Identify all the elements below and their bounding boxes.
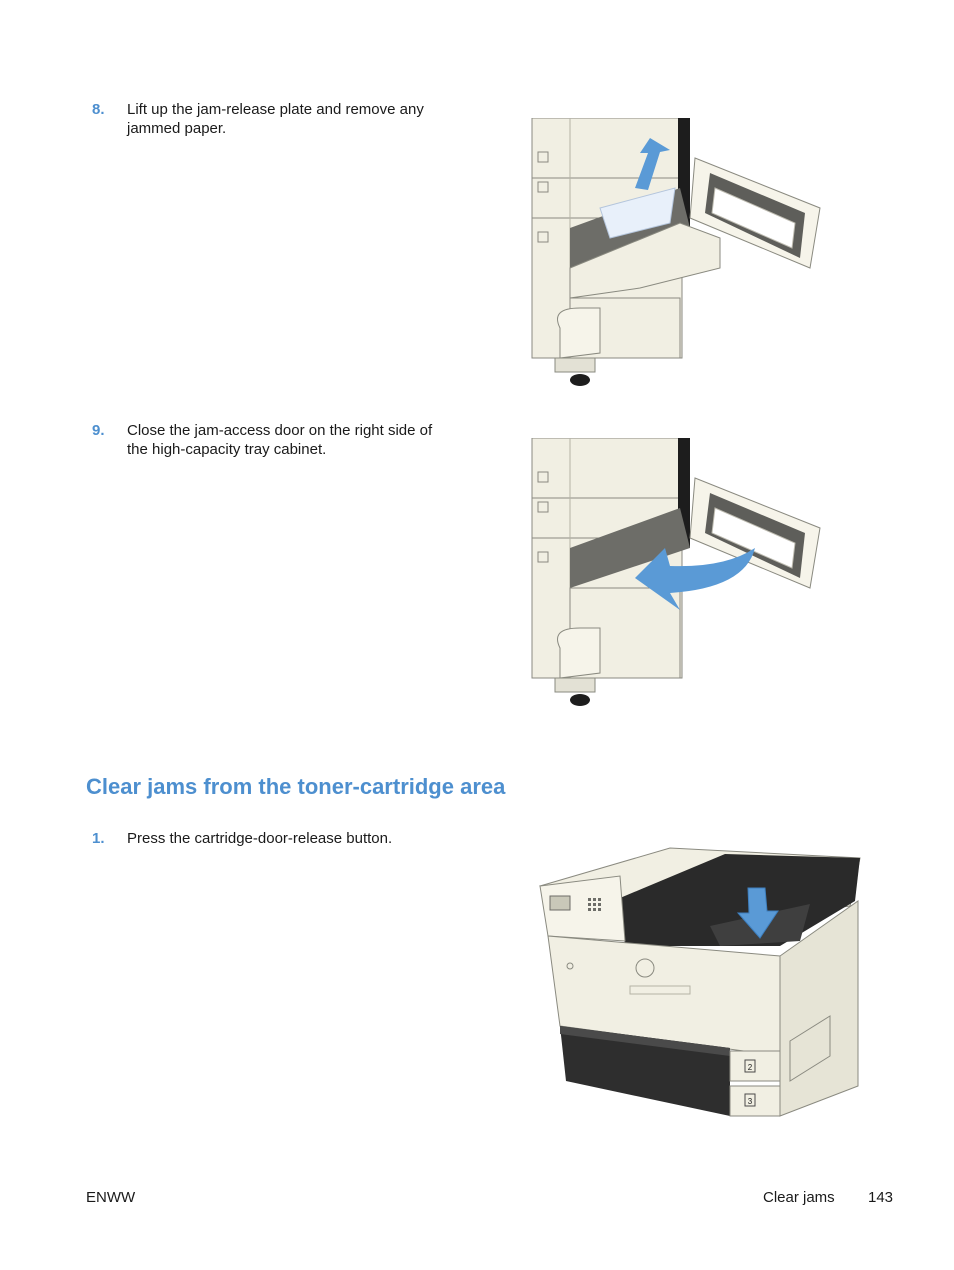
step-text: Close the jam-access door on the right s…	[127, 422, 433, 458]
tray-2-label: 2	[748, 1063, 753, 1072]
arrow-down-icon	[736, 887, 779, 939]
page-number: 143	[868, 1189, 894, 1206]
section-heading: Clear jams from the toner-cartridge area	[86, 774, 506, 799]
step-text: Press the cartridge-door-release button.	[127, 830, 393, 847]
footer-left: ENWW	[86, 1189, 136, 1206]
printer-cartridge-door-illustration: 2 3	[538, 847, 861, 1117]
footer-section-title: Clear jams	[763, 1189, 835, 1206]
step-number: 9.	[92, 422, 105, 439]
step-number: 8.	[92, 101, 105, 118]
step-text: Lift up the jam-release plate and remove…	[127, 101, 424, 137]
tray-3-label: 3	[748, 1097, 753, 1106]
step-number: 1.	[92, 830, 105, 847]
jam-release-plate-illustration	[531, 118, 821, 386]
close-jam-door-illustration	[531, 438, 821, 706]
